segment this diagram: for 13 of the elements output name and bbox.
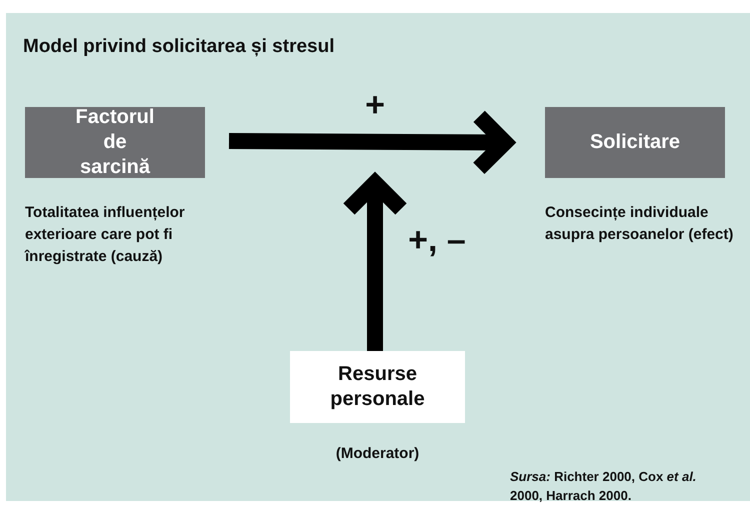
concept-box (290, 351, 465, 423)
edge-label: +, – (408, 223, 466, 257)
box-label: Factorul de sarcină (74, 105, 156, 180)
description-text: Consecințe individuale asupra persoanelor (efect) (545, 203, 734, 245)
box-label: Resurse personale (330, 362, 425, 412)
concept-box (545, 107, 725, 178)
source-note: Sursa: Richter 2000, Cox et al. 2000, Harrach 2000. (510, 468, 698, 505)
diagram-title: Model privind solicitarea și stresul (23, 36, 334, 58)
description-text: (Moderator) (334, 444, 420, 464)
concept-box (25, 107, 205, 178)
description-text: Totalitatea influențelor exterioare care pot fi înregistrate (cauză) (25, 203, 186, 266)
edge-label: + (365, 88, 385, 122)
box-label: Solicitare (590, 130, 680, 155)
